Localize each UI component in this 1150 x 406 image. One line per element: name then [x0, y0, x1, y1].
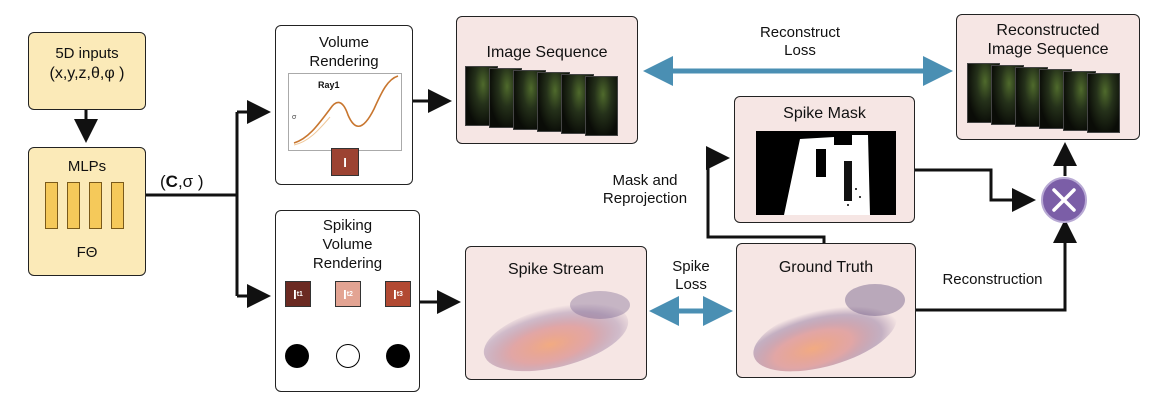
spike-stream-title: Spike Stream [507, 261, 605, 278]
image-sequence-title: Image Sequence [486, 44, 608, 61]
image-sequence-box: Image Sequence [456, 16, 638, 144]
multiply-circle-icon [1041, 177, 1087, 223]
spiking-title-2: Volume [322, 236, 373, 253]
ray-label: Ray1 [318, 80, 340, 90]
mlps-subtitle: FΘ [76, 244, 98, 261]
spiking-title-3: Rendering [312, 255, 383, 272]
volume-rendering-title-2: Rendering [309, 53, 379, 70]
reconstructed-title-2: Image Sequence [987, 41, 1109, 58]
spike-mask-title: Spike Mask [783, 105, 866, 122]
volume-rendering-title: Volume [318, 34, 370, 51]
spike-mask-image [756, 131, 896, 215]
image-frame [1087, 73, 1120, 133]
sigma-mark: σ [292, 114, 297, 121]
reconstructed-title-1: Reconstructed [996, 22, 1100, 39]
mlp-layer [89, 182, 102, 229]
ground-truth-box: Ground Truth [736, 243, 916, 378]
inputs-variables: (x,y,z,θ,φ ) [49, 65, 125, 82]
spike-loss-label: Spike Loss [672, 258, 710, 293]
spike-stream-cloud [483, 291, 630, 372]
inputs-box: 5D inputs (x,y,z,θ,φ ) [28, 32, 146, 110]
reconstructed-image-sequence-box: Reconstructed Image Sequence [956, 14, 1140, 140]
mlp-layer [45, 182, 58, 229]
mask-reprojection-label: Mask and Reprojection [602, 172, 688, 207]
ground-truth-title: Ground Truth [778, 259, 874, 276]
pixel-color-box: I [331, 148, 359, 176]
mlps-box: MLPs FΘ [28, 147, 146, 276]
mlps-title: MLPs [67, 158, 107, 175]
reconstruct-loss-label: Reconstruct Loss [759, 24, 841, 59]
mlp-layer [67, 182, 80, 229]
mlp-layer [111, 182, 124, 229]
reconstruction-label: Reconstruction [942, 271, 1043, 288]
ground-truth-cloud [753, 284, 905, 372]
spike-fired-circle [285, 344, 309, 368]
ray-plot [288, 73, 402, 151]
spike-stream-box: Spike Stream [465, 246, 647, 380]
spike-fired-circle [386, 344, 410, 368]
image-frame [585, 76, 618, 136]
color-density-label: (C,σ ) [160, 172, 204, 191]
spiking-title-1: Spiking [322, 217, 373, 234]
volume-rendering-box: Volume Rendering Ray1 σ I [275, 25, 413, 185]
inputs-title: 5D inputs [55, 45, 119, 62]
spike-idle-circle [336, 344, 360, 368]
spike-mask-box: Spike Mask [734, 96, 915, 223]
